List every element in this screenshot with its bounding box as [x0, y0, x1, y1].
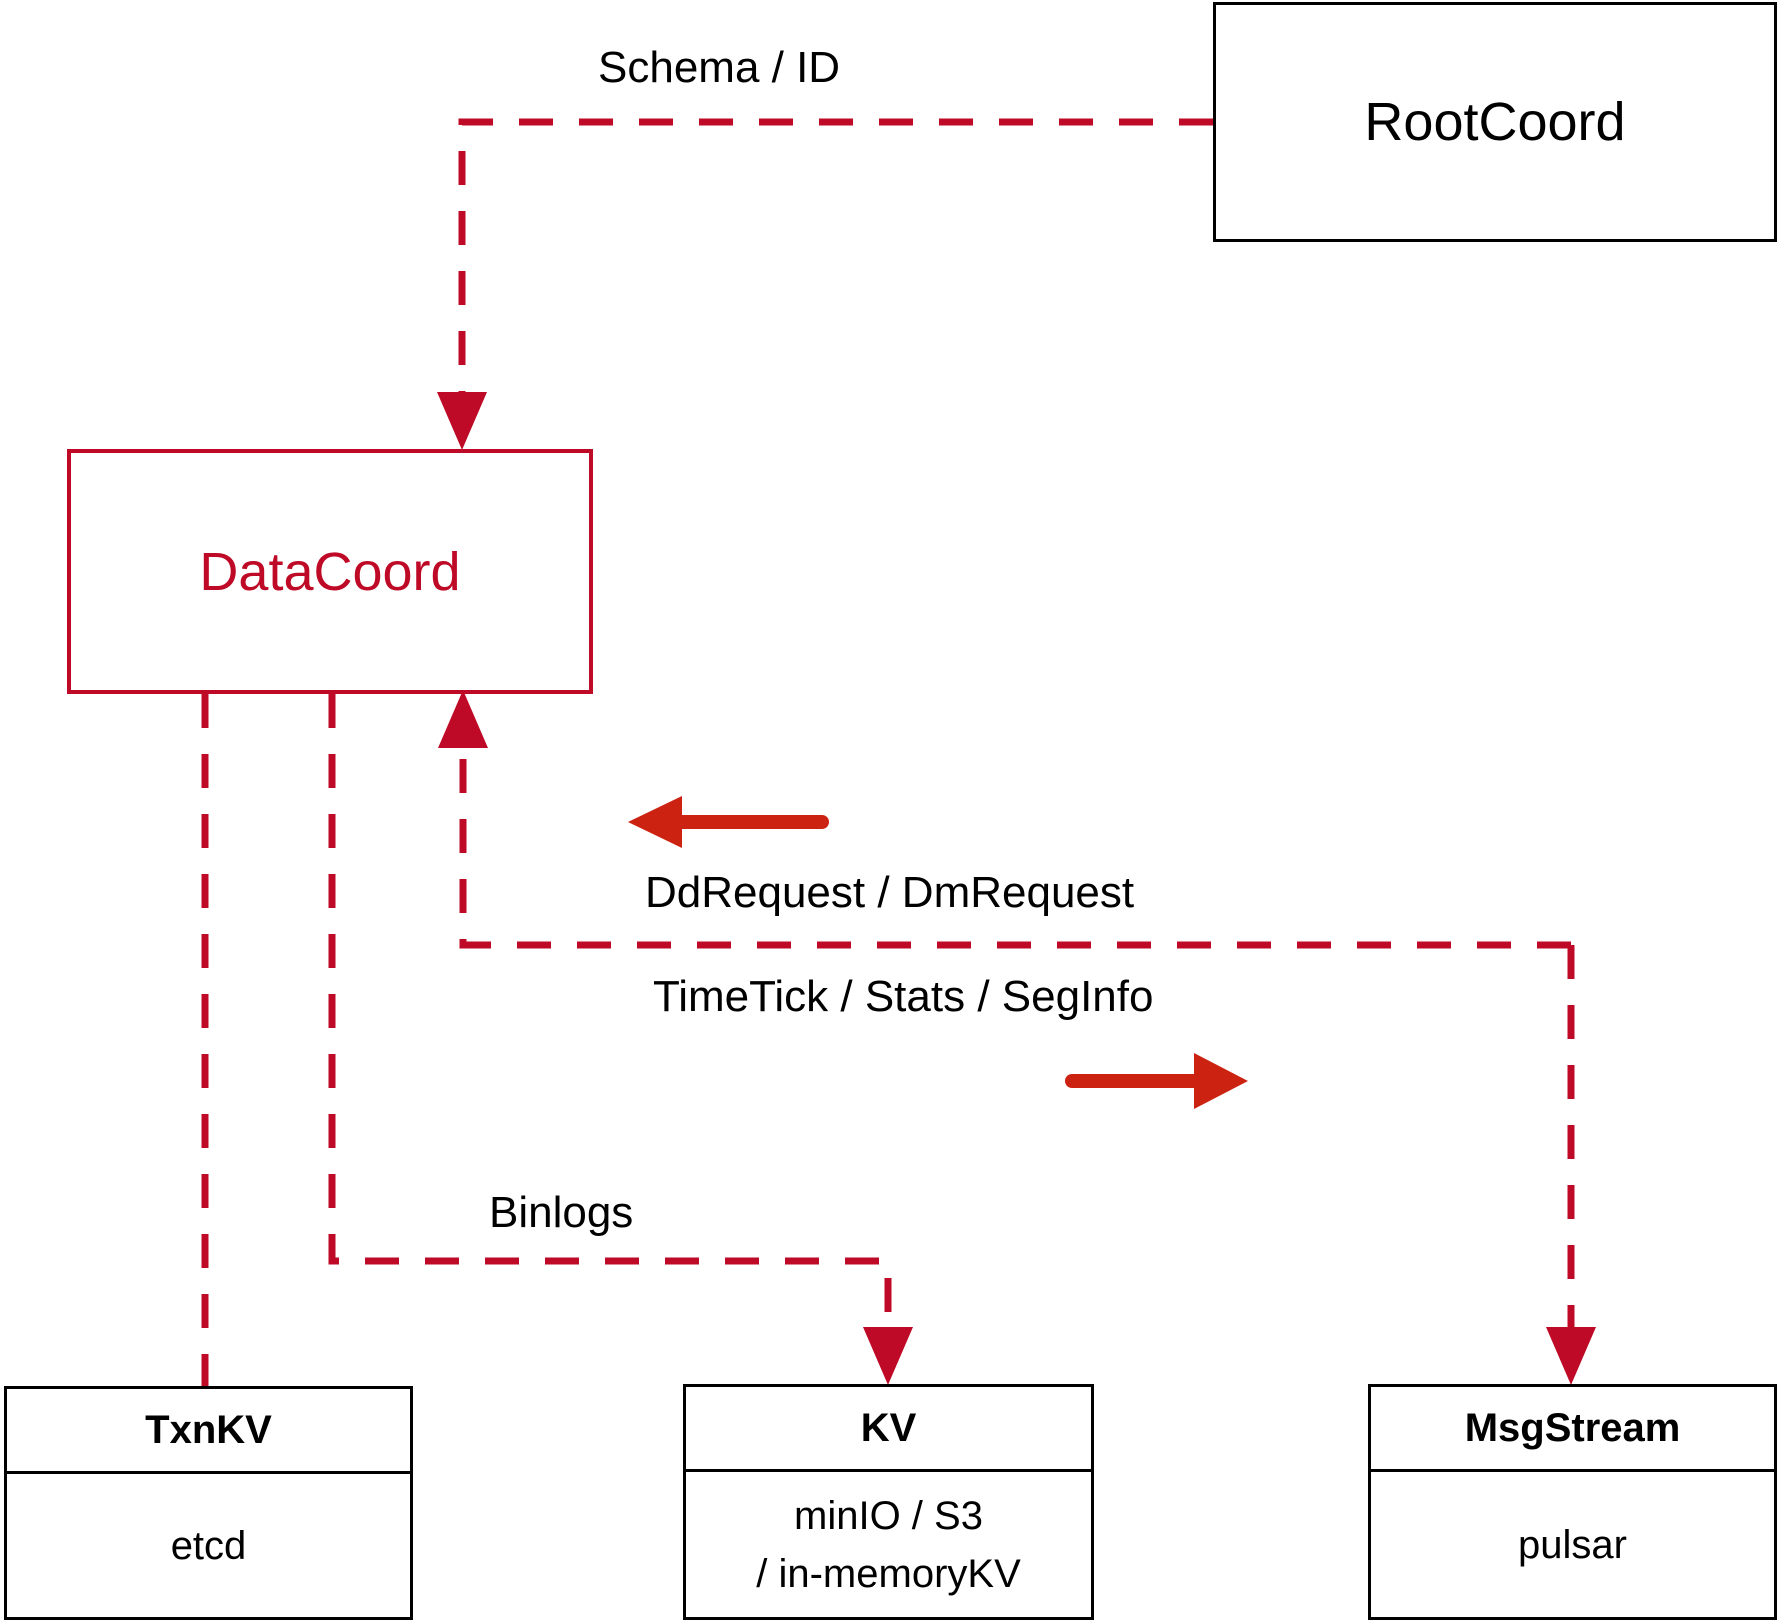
node-msgstream-title: MsgStream	[1371, 1387, 1774, 1472]
node-msgstream[interactable]: MsgStream pulsar	[1368, 1384, 1777, 1620]
edge-label-schema-id: Schema / ID	[598, 43, 841, 92]
edge-timetick	[1546, 945, 1596, 1385]
node-txnkv-title: TxnKV	[7, 1389, 410, 1474]
node-msgstream-detail-line-1: pulsar	[1518, 1522, 1627, 1567]
node-msgstream-body: pulsar	[1371, 1472, 1774, 1617]
edge-binlogs	[328, 694, 913, 1385]
node-kv-detail-line-1: minIO / S3	[794, 1493, 983, 1538]
node-rootcoord[interactable]: RootCoord	[1213, 2, 1777, 242]
edge-label-ddrequest: DdRequest / DmRequest	[645, 868, 1135, 917]
edge-label-timetick: TimeTick / Stats / SegInfo	[653, 972, 1154, 1021]
edge-label-binlogs: Binlogs	[489, 1188, 634, 1237]
node-txnkv-body: etcd	[7, 1474, 410, 1617]
edge-ddrequest	[438, 690, 1571, 949]
node-rootcoord-label: RootCoord	[1364, 92, 1626, 152]
node-datacoord[interactable]: DataCoord	[67, 449, 593, 694]
ddrequest-direction-arrow	[628, 796, 829, 848]
node-datacoord-label: DataCoord	[199, 541, 461, 602]
node-kv[interactable]: KV minIO / S3 / in-memoryKV	[683, 1384, 1094, 1620]
node-txnkv-detail-line-1: etcd	[170, 1523, 247, 1568]
edge-schema-id	[437, 118, 1213, 450]
node-kv-detail-line-2: / in-memoryKV	[756, 1551, 1021, 1596]
node-kv-title: KV	[686, 1387, 1091, 1472]
node-txnkv[interactable]: TxnKV etcd	[4, 1386, 413, 1620]
node-kv-body: minIO / S3 / in-memoryKV	[686, 1472, 1091, 1617]
timetick-direction-arrow	[1065, 1053, 1248, 1109]
